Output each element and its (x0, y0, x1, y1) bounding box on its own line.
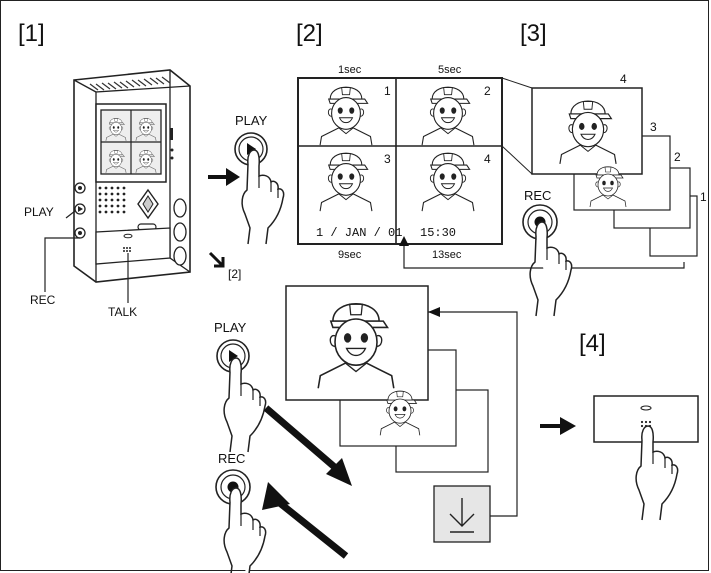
up-arrowhead-icon (399, 236, 409, 246)
hand-icon (529, 221, 573, 317)
diagonal-arrow-icon (208, 251, 225, 268)
step-4-label: [4] (579, 330, 606, 357)
quad-screen (297, 77, 503, 245)
stack-number-2: 2 (674, 150, 681, 164)
frame-stack (501, 77, 698, 257)
rec-callout-line (44, 237, 80, 292)
step-2-label: [2] (296, 20, 323, 47)
frame-number-4: 4 (484, 152, 491, 166)
stack-number-3: 3 (650, 120, 657, 134)
time-label-4: 13sec (432, 249, 462, 261)
date-overlay: 1 / JAN / 01 (316, 226, 403, 240)
left-arrowhead-icon (428, 307, 440, 317)
time-label-1: 1sec (338, 64, 362, 76)
play-button-2-label: PLAY (214, 320, 247, 335)
intercom-device (73, 69, 191, 283)
time-overlay: 15:30 (420, 226, 457, 240)
frame-number-1: 1 (384, 84, 391, 98)
stack-number-1: 1 (700, 190, 707, 204)
hand-icon (223, 357, 267, 453)
step-1-label: [1] (18, 20, 45, 47)
play-callout-line (65, 210, 76, 219)
play-label: PLAY (24, 205, 54, 219)
stack-number-4: 4 (620, 72, 627, 86)
step-2-reference-label: [2] (228, 267, 242, 281)
playback-stack (285, 285, 489, 473)
diagonal-arrow-up-icon (273, 497, 349, 559)
time-label-3: 9sec (338, 249, 362, 261)
hand-icon (223, 487, 267, 573)
hand-icon (241, 149, 285, 245)
rec-button-label: REC (524, 188, 552, 203)
talk-label: TALK (108, 305, 138, 319)
diagonal-arrow-down-icon (263, 405, 341, 473)
step-3-label: [3] (520, 20, 547, 47)
frame-number-3: 3 (384, 152, 391, 166)
right-arrow-icon (208, 168, 240, 186)
rec-label: REC (30, 293, 56, 307)
play-button-label: PLAY (235, 113, 268, 128)
rec-button-2-label: REC (218, 451, 246, 466)
feedback-line (428, 311, 518, 517)
download-button (433, 485, 491, 543)
frame-number-2: 2 (484, 84, 491, 98)
right-arrow-icon-2 (540, 417, 576, 435)
time-label-2: 5sec (438, 64, 462, 76)
